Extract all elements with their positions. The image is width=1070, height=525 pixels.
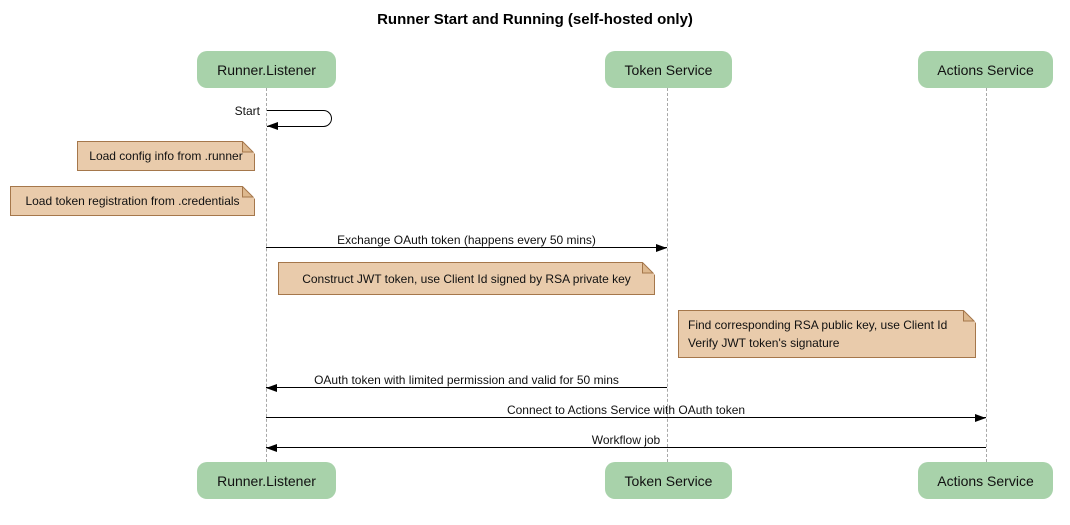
- lifeline-actions-service: [986, 88, 987, 462]
- note-fold-icon: [242, 141, 255, 154]
- participant-actions-service-bottom: Actions Service: [918, 462, 1053, 499]
- participant-label: Runner.Listener: [217, 472, 316, 489]
- participant-label: Token Service: [624, 472, 713, 489]
- message-start-loop: [267, 110, 332, 127]
- message-connect-actions-line: [266, 417, 986, 418]
- participant-actions-service-top: Actions Service: [918, 51, 1053, 88]
- note-verify-jwt: Find corresponding RSA public key, use C…: [678, 310, 976, 358]
- arrowhead-left-icon: [266, 383, 277, 392]
- participant-label: Runner.Listener: [217, 61, 316, 78]
- note-text: Find corresponding RSA public key, use C…: [688, 318, 948, 350]
- note-text: Construct JWT token, use Client Id signe…: [302, 271, 631, 286]
- participant-runner-listener-top: Runner.Listener: [197, 51, 336, 88]
- lifeline-token-service: [667, 88, 668, 462]
- message-exchange-oauth-line: [266, 247, 667, 248]
- message-connect-actions-label: Connect to Actions Service with OAuth to…: [506, 403, 746, 417]
- participant-token-service-top: Token Service: [605, 51, 732, 88]
- message-start-label: Start: [234, 104, 260, 118]
- arrowhead-left-icon: [267, 122, 278, 130]
- note-load-token-registration: Load token registration from .credential…: [10, 186, 255, 216]
- arrowhead-left-icon: [266, 443, 277, 452]
- participant-label: Actions Service: [937, 472, 1034, 489]
- note-text: Load token registration from .credential…: [25, 194, 240, 208]
- participant-token-service-bottom: Token Service: [605, 462, 732, 499]
- note-text: Load config info from .runner: [89, 149, 243, 163]
- arrowhead-right-icon: [975, 413, 986, 422]
- note-load-config: Load config info from .runner: [77, 141, 255, 171]
- message-workflow-job-label: Workflow job: [591, 433, 661, 447]
- arrowhead-right-icon: [656, 243, 667, 252]
- participant-label: Token Service: [624, 61, 713, 78]
- lifeline-runner-listener: [266, 88, 267, 462]
- note-fold-icon: [242, 186, 255, 199]
- note-fold-icon: [642, 262, 655, 275]
- diagram-title: Runner Start and Running (self-hosted on…: [377, 11, 693, 28]
- message-exchange-oauth-label: Exchange OAuth token (happens every 50 m…: [337, 233, 596, 247]
- note-construct-jwt: Construct JWT token, use Client Id signe…: [278, 262, 655, 295]
- message-workflow-job-line: [266, 447, 986, 448]
- note-fold-icon: [963, 310, 976, 323]
- message-oauth-token-line: [266, 387, 667, 388]
- participant-label: Actions Service: [937, 61, 1034, 78]
- message-oauth-token-label: OAuth token with limited permission and …: [314, 373, 619, 387]
- participant-runner-listener-bottom: Runner.Listener: [197, 462, 336, 499]
